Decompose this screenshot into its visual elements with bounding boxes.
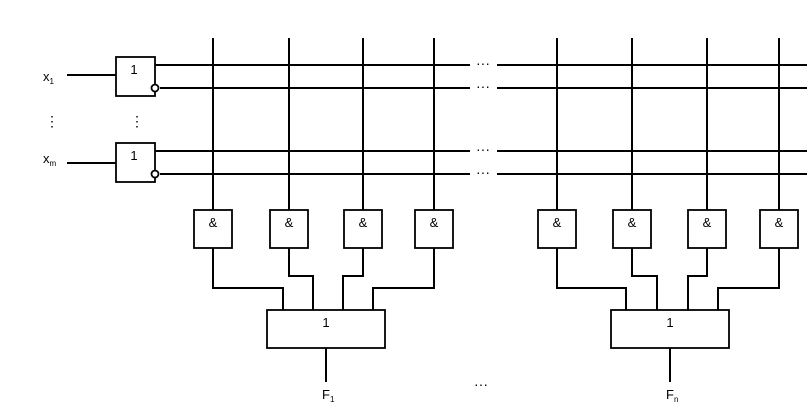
or-gate-1 — [266, 309, 386, 349]
ellipsis-inputs: ⋮ — [45, 113, 59, 129]
or-gates: 1 1 — [266, 309, 730, 349]
bus-lines — [155, 64, 807, 175]
and-or-wiring — [212, 248, 780, 310]
input-x1: x1 1 — [43, 56, 160, 97]
and-gate-8 — [759, 209, 799, 249]
and-gate-1 — [193, 209, 233, 249]
or-gate-2 — [610, 309, 730, 349]
ellipsis-outputs: ··· — [474, 376, 488, 392]
and-gate-6 — [612, 209, 652, 249]
inverter-bubble-x1 — [150, 83, 160, 93]
input-gate-x1 — [115, 56, 156, 97]
and-gate-3-label: & — [359, 215, 368, 230]
input-gate-xm-label: 1 — [130, 148, 137, 163]
inverter-bubble-xm — [150, 169, 160, 179]
and-gate-1-label: & — [209, 215, 218, 230]
and-gate-5-label: & — [553, 215, 562, 230]
and-gates: & & & & & & & & — [193, 209, 799, 249]
and-gate-2-label: & — [285, 215, 294, 230]
ellipsis-bus-4: ··· — [476, 164, 490, 180]
and-gate-4-label: & — [430, 215, 439, 230]
input-label-xm: xm — [43, 151, 57, 168]
ellipsis-bus-3: ··· — [476, 141, 490, 157]
input-gate-xm — [115, 142, 156, 183]
ellipsis-bus-1: ··· — [476, 55, 490, 71]
or-gate-2-label: 1 — [666, 315, 673, 330]
output-label-fn: Fn — [666, 387, 678, 404]
and-gate-6-label: & — [628, 215, 637, 230]
and-gate-7 — [687, 209, 727, 249]
and-gate-8-label: & — [775, 215, 784, 230]
output-label-f1: F1 — [322, 387, 335, 404]
input-gate-x1-label: 1 — [130, 62, 137, 77]
and-gate-7-label: & — [703, 215, 712, 230]
vertical-ellipses: ⋮ ⋮ — [45, 113, 144, 129]
term-lines — [212, 38, 780, 210]
ellipsis-gates: ⋮ — [130, 113, 144, 129]
ellipsis-bus-2: ··· — [476, 78, 490, 94]
bus-ellipses: ··· ··· ··· ··· — [476, 55, 490, 180]
outputs: F1 ··· Fn — [322, 348, 678, 404]
input-xm: xm 1 — [43, 142, 160, 183]
and-gate-2 — [269, 209, 309, 249]
input-label-x1: x1 — [43, 69, 55, 86]
or-gate-1-label: 1 — [322, 315, 329, 330]
and-gate-4 — [414, 209, 454, 249]
and-gate-3 — [343, 209, 383, 249]
and-gate-5 — [537, 209, 577, 249]
